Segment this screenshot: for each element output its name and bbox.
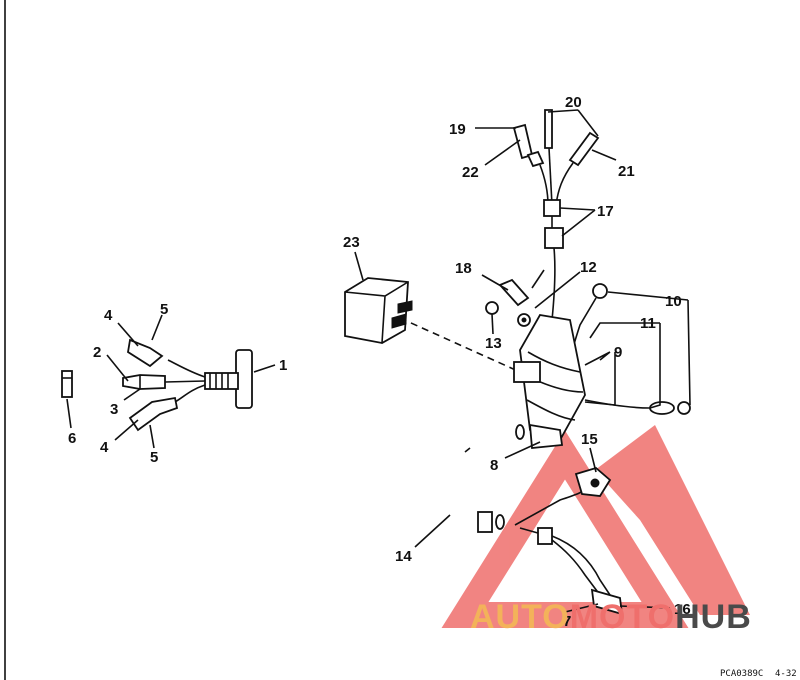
callout-4-lower: 4 — [100, 439, 109, 456]
callout-17: 17 — [597, 203, 614, 220]
watermark-text-moto: MOTO — [570, 598, 675, 636]
callout-3: 3 — [110, 401, 118, 418]
watermark-logo — [441, 425, 750, 628]
watermark-text-hub: HUB — [675, 598, 752, 636]
callout-4-upper: 4 — [104, 307, 113, 324]
callout-5-upper: 5 — [160, 301, 168, 318]
main-harness — [399, 109, 691, 616]
callout-1: 1 — [279, 357, 287, 374]
connector-part-21 — [568, 131, 600, 167]
callout-2: 2 — [93, 344, 101, 361]
watermark-text: AUTOMOTOHUB — [470, 598, 752, 636]
ring-terminal-part-10-lower — [677, 401, 691, 415]
callout-18: 18 — [455, 260, 472, 277]
callout-22: 22 — [462, 164, 479, 181]
callout-21: 21 — [618, 163, 635, 180]
callout-15: 15 — [581, 431, 598, 448]
callout-16: 16 — [674, 601, 691, 618]
reference-code: PCA0389C — [720, 669, 763, 679]
terminal-part-18 — [498, 278, 530, 307]
callout-12: 12 — [580, 259, 597, 276]
callout-23: 23 — [343, 234, 360, 251]
callout-labels: 1 2 3 4 4 5 5 6 7 8 9 10 11 12 13 14 15 … — [68, 94, 691, 630]
leader-lines — [66, 109, 691, 613]
terminal-part-4-lower — [128, 396, 179, 432]
callout-11: 11 — [640, 315, 656, 332]
callout-5-lower: 5 — [150, 449, 158, 466]
callout-13: 13 — [485, 335, 502, 352]
callout-8: 8 — [490, 457, 498, 474]
left-connector-assembly — [61, 338, 253, 432]
page-number: 4-32 — [775, 669, 797, 679]
connector-part-20 — [544, 109, 553, 149]
terminal-part-2 — [122, 374, 166, 390]
callout-9: 9 — [614, 344, 622, 361]
relay-part-23 — [344, 277, 521, 373]
callout-14: 14 — [395, 548, 412, 565]
connector-part-16 — [590, 588, 624, 616]
ring-terminal-part-10-upper — [592, 283, 608, 299]
clip-part-17-upper — [543, 199, 561, 217]
callout-19: 19 — [449, 121, 466, 138]
callout-20: 20 — [565, 94, 582, 111]
fuse-part-6 — [61, 370, 73, 398]
callout-10: 10 — [665, 293, 682, 310]
callout-6: 6 — [68, 430, 76, 447]
terminal-part-4-upper — [127, 338, 164, 368]
watermark-text-auto: AUTO — [470, 598, 570, 636]
clip-part-17-lower — [544, 227, 564, 249]
callout-7: 7 — [563, 613, 571, 630]
screw-part-13 — [485, 301, 499, 315]
bracket-part-8 — [513, 361, 541, 383]
